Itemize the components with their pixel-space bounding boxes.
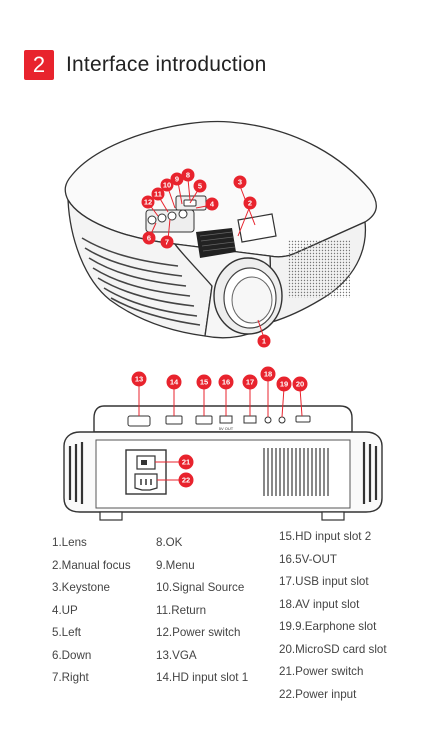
legend-item: 18.AV input slot xyxy=(279,597,360,611)
legend-item: 2.Manual focus xyxy=(52,558,131,572)
legend-column-2: 8.OK 9.Menu 10.Signal Source 11.Return 1… xyxy=(156,532,248,690)
svg-text:11: 11 xyxy=(154,190,162,199)
rear-ports xyxy=(127,415,311,427)
callout-14: 14 xyxy=(166,374,182,390)
svg-text:6: 6 xyxy=(147,234,151,243)
callout-2: 2 xyxy=(243,196,257,210)
svg-text:9: 9 xyxy=(175,175,179,184)
legend-item: 4.UP xyxy=(52,603,78,617)
legend-item: 17.USB input slot xyxy=(279,575,369,588)
callout-4: 4 xyxy=(205,197,219,211)
callout-8: 8 xyxy=(181,168,195,182)
svg-text:15: 15 xyxy=(200,378,208,387)
legend-item: 10.Signal Source xyxy=(156,581,245,594)
svg-text:14: 14 xyxy=(170,378,179,387)
legend-item: 22.Power input xyxy=(279,687,357,701)
svg-text:7: 7 xyxy=(165,238,169,247)
svg-text:5: 5 xyxy=(198,182,202,191)
svg-text:2: 2 xyxy=(248,199,252,208)
lens xyxy=(213,257,283,335)
svg-text:18: 18 xyxy=(264,370,272,379)
keystone-slider xyxy=(237,213,277,243)
legend-item: 21.Power switch xyxy=(279,665,364,678)
svg-text:13: 13 xyxy=(135,375,143,384)
dc-port-label: 5V OUT xyxy=(219,426,234,431)
legend-item: 15.HD input slot 2 xyxy=(279,530,372,543)
legend-item: 8.OK xyxy=(156,536,183,549)
section-title: Interface introduction xyxy=(66,53,267,76)
callout-5: 5 xyxy=(193,179,207,193)
svg-text:3: 3 xyxy=(238,178,242,187)
legend-item: 5.Left xyxy=(52,626,82,639)
legend-item: 14.HD input slot 1 xyxy=(156,671,249,684)
callout-1: 1 xyxy=(257,334,271,348)
callout-11: 11 xyxy=(151,187,165,201)
callout-15: 15 xyxy=(196,374,212,390)
callout-17: 17 xyxy=(242,374,258,390)
legend-column-1: 1.Lens 2.Manual focus 3.Keystone 4.UP 5.… xyxy=(52,532,131,690)
callout-19: 19 xyxy=(276,376,292,392)
svg-text:22: 22 xyxy=(182,476,190,485)
callout-18: 18 xyxy=(260,366,276,382)
focus-wheel xyxy=(196,228,236,258)
svg-text:12: 12 xyxy=(144,198,152,207)
legend-item: 20.MicroSD card slot xyxy=(279,642,387,656)
legend-item: 6.Down xyxy=(52,648,92,662)
svg-text:21: 21 xyxy=(182,458,190,467)
callout-20: 20 xyxy=(292,376,308,392)
callout-9: 9 xyxy=(170,172,184,186)
legend-item: 3.Keystone xyxy=(52,581,111,594)
section-number-badge: 2 xyxy=(24,50,54,80)
callout-3: 3 xyxy=(233,175,247,189)
callout-7: 7 xyxy=(160,235,174,249)
legend-item: 12.Power switch xyxy=(156,626,241,639)
legend-item: 11.Return xyxy=(156,603,207,617)
callout-21: 21 xyxy=(178,454,194,470)
svg-text:10: 10 xyxy=(163,181,171,190)
svg-text:4: 4 xyxy=(210,200,215,209)
legend-item: 19.9.Earphone slot xyxy=(279,620,377,633)
callout-22: 22 xyxy=(178,472,194,488)
legend-item: 16.5V-OUT xyxy=(279,552,337,566)
svg-text:20: 20 xyxy=(296,380,304,389)
callout-10: 10 xyxy=(160,178,174,192)
callout-12: 12 xyxy=(141,195,155,209)
svg-text:16: 16 xyxy=(222,378,230,387)
legend-item: 7.Right xyxy=(52,671,89,684)
svg-text:8: 8 xyxy=(186,171,190,180)
section-header: 2 Interface introduction xyxy=(24,50,267,80)
callout-6: 6 xyxy=(142,231,156,245)
svg-text:17: 17 xyxy=(246,378,254,387)
legend-column-3: 15.HD input slot 2 16.5V-OUT 17.USB inpu… xyxy=(279,526,387,706)
legend-item: 1.Lens xyxy=(52,536,87,549)
legend-item: 9.Menu xyxy=(156,558,195,572)
side-vent-grille xyxy=(81,237,201,326)
legend-item: 13.VGA xyxy=(156,648,197,662)
speaker-grille xyxy=(288,240,350,298)
callout-16: 16 xyxy=(218,374,234,390)
projector-rear-view xyxy=(63,405,383,521)
rear-callouts xyxy=(138,378,303,481)
callout-13: 13 xyxy=(131,371,147,387)
svg-text:1: 1 xyxy=(262,337,266,346)
svg-text:19: 19 xyxy=(280,380,288,389)
